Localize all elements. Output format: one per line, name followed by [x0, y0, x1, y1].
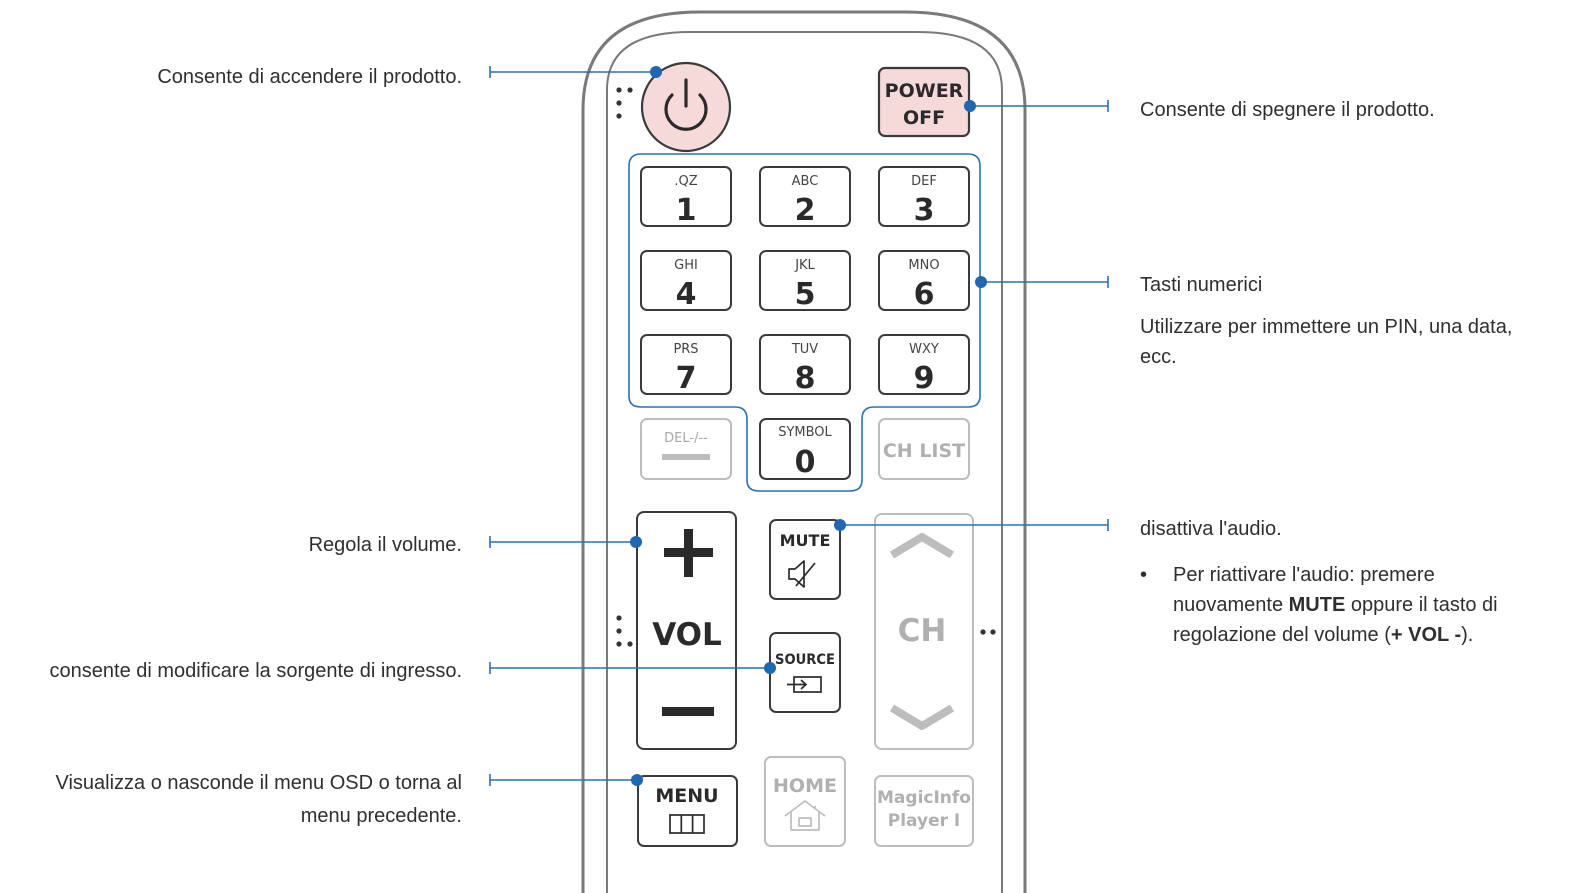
key-digit: 9	[914, 361, 935, 396]
home-label: HOME	[773, 775, 837, 797]
vol-label: VOL	[652, 617, 722, 653]
magicinfo-label-1: MagicInfo	[877, 788, 971, 808]
ch-list-button[interactable]: CH LIST	[878, 418, 970, 480]
mute-note-text: ).	[1461, 624, 1474, 646]
key-8[interactable]: TUV 8	[759, 334, 851, 396]
mute-note-text: nuovamente	[1173, 594, 1289, 616]
mute-note-line-1: Per riattivare l'audio: premere	[1173, 564, 1435, 586]
symbol-label: SYMBOL	[778, 425, 832, 440]
menu-grid-icon	[669, 814, 705, 834]
numeric-keys-group-outline	[628, 153, 981, 492]
key-digit: 2	[795, 193, 816, 228]
mute-speaker-icon	[788, 560, 816, 588]
mute-note-text: regolazione del volume (	[1173, 624, 1391, 646]
power-icon	[664, 93, 708, 131]
power-off-label-2: OFF	[903, 107, 945, 129]
volume-up-icon	[664, 529, 713, 577]
key-6[interactable]: MNO 6	[878, 250, 970, 312]
braille-dots-vol	[616, 615, 633, 647]
del-label: DEL-/--	[664, 431, 708, 446]
key-digit: 6	[914, 277, 935, 312]
callout-power-on: Consente di accendere il prodotto.	[157, 66, 462, 88]
key-letters: DEF	[911, 174, 937, 189]
mute-button[interactable]: MUTE	[769, 519, 841, 600]
remote-outline-outer	[581, 10, 1027, 893]
callout-numeric-desc-1: Utilizzare per immettere un PIN, una dat…	[1140, 316, 1513, 338]
key-digit: 8	[795, 361, 816, 396]
channel-up-icon	[889, 533, 955, 559]
mute-note-key: MUTE	[1288, 594, 1346, 616]
power-button[interactable]	[640, 61, 732, 153]
key-letters: JKL	[794, 258, 815, 273]
key-2[interactable]: ABC 2	[759, 166, 851, 228]
callout-mute: disattiva l'audio.	[1140, 518, 1282, 540]
source-button[interactable]: SOURCE	[769, 632, 841, 713]
remote-outline-inner	[606, 31, 1003, 893]
key-digit: 4	[676, 277, 697, 312]
mute-note-line-2: nuovamente MUTE oppure il tasto di	[1173, 590, 1583, 620]
key-9[interactable]: WXY 9	[878, 334, 970, 396]
bullet-dot: •	[1140, 564, 1148, 586]
ch-label: CH	[898, 613, 947, 649]
key-3[interactable]: DEF 3	[878, 166, 970, 228]
key-letters: WXY	[909, 342, 939, 357]
channel-rocker[interactable]: CH	[874, 513, 974, 750]
del-dash-icon	[662, 454, 710, 460]
key-digit: 1	[676, 193, 697, 228]
callout-volume: Regola il volume.	[308, 534, 462, 556]
channel-down-icon	[889, 704, 955, 730]
braille-dots-power	[616, 87, 633, 119]
key-digit: 7	[676, 361, 697, 396]
key-7[interactable]: PRS 7	[640, 334, 732, 396]
power-off-label-1: POWER	[885, 80, 964, 102]
zero-digit: 0	[795, 445, 816, 480]
key-0[interactable]: SYMBOL 0	[759, 418, 851, 480]
mute-note-line-3: regolazione del volume (+ VOL -).	[1173, 620, 1583, 650]
callout-numeric-title: Tasti numerici	[1140, 274, 1263, 296]
key-4[interactable]: GHI 4	[640, 250, 732, 312]
callout-power-off: Consente di spegnere il prodotto.	[1140, 99, 1435, 121]
key-letters: .QZ	[674, 174, 697, 189]
key-letters: GHI	[674, 258, 698, 273]
key-letters: ABC	[792, 174, 819, 189]
home-icon	[784, 800, 826, 831]
key-digit: 3	[914, 193, 935, 228]
key-letters: PRS	[673, 342, 698, 357]
menu-label: MENU	[655, 785, 718, 807]
callout-lines	[489, 66, 1109, 786]
volume-rocker[interactable]: VOL	[636, 511, 737, 750]
mute-label: MUTE	[780, 531, 831, 550]
source-label: SOURCE	[775, 652, 835, 668]
del-button[interactable]: DEL-/--	[640, 418, 732, 480]
ch-list-label: CH LIST	[883, 440, 965, 462]
source-input-icon	[787, 676, 822, 693]
menu-button[interactable]: MENU	[637, 775, 738, 847]
mute-note-text: oppure il tasto di	[1345, 594, 1498, 616]
key-digit: 5	[795, 277, 816, 312]
magicinfo-player-button[interactable]: MagicInfo Player I	[874, 775, 974, 847]
mute-note-key: + VOL -	[1390, 624, 1462, 646]
braille-dots-ch	[980, 629, 996, 635]
key-1[interactable]: .QZ 1	[640, 166, 732, 228]
key-5[interactable]: JKL 5	[759, 250, 851, 312]
callout-numeric-desc-2: ecc.	[1140, 346, 1177, 368]
callout-source: consente di modificare la sorgente di in…	[49, 660, 462, 682]
volume-down-icon	[662, 707, 714, 716]
callout-menu-1: Visualizza o nasconde il menu OSD o torn…	[55, 772, 462, 794]
key-letters: TUV	[791, 342, 818, 357]
key-letters: MNO	[908, 258, 939, 273]
callout-menu-2: menu precedente.	[300, 805, 462, 827]
power-off-button[interactable]: POWER OFF	[877, 66, 971, 138]
magicinfo-label-2: Player I	[888, 811, 960, 831]
home-button[interactable]: HOME	[764, 756, 846, 847]
